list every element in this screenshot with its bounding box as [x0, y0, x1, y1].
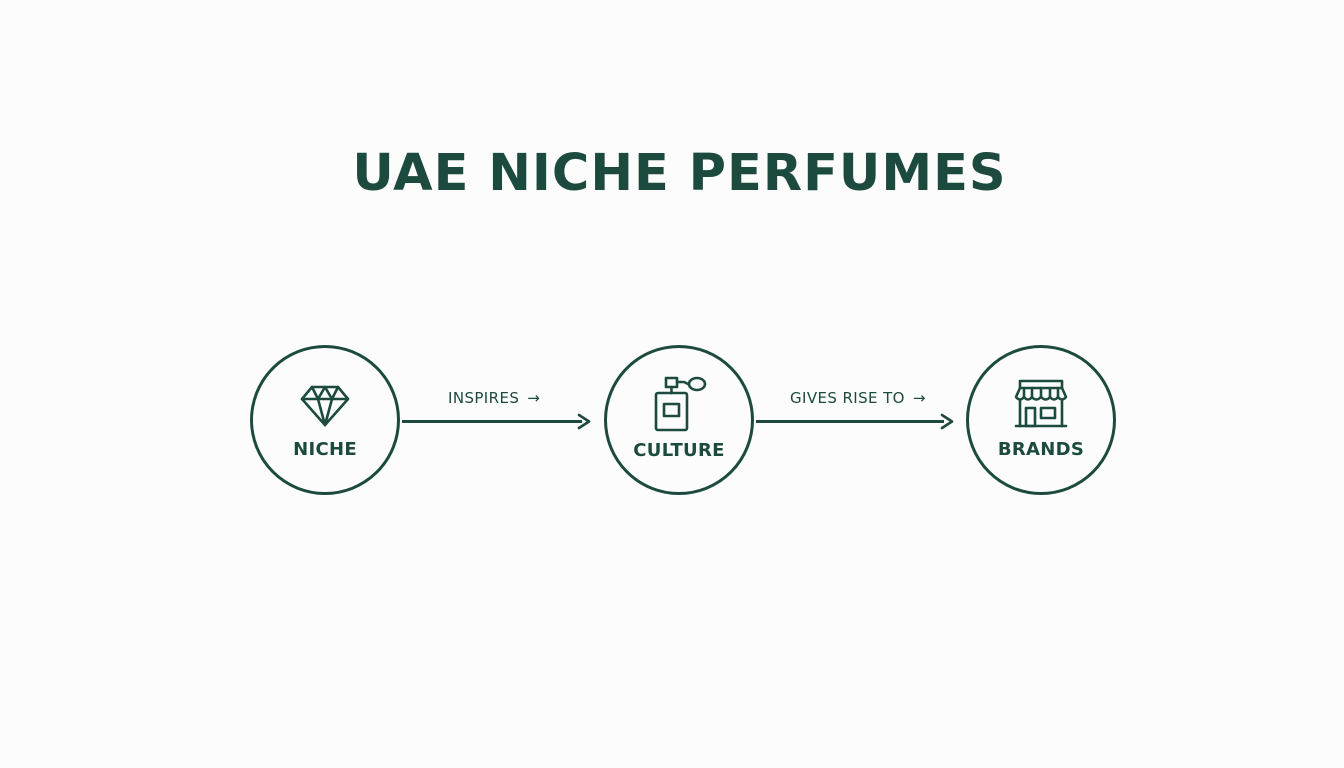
- storefront-icon: [969, 378, 1113, 432]
- edge-niche-culture-line: [402, 420, 582, 423]
- node-label: BRANDS: [997, 439, 1085, 460]
- diamond-icon: [253, 384, 397, 428]
- arrowhead-icon: [577, 413, 591, 430]
- perfume-bottle-icon: [607, 374, 751, 434]
- edge-label-text: GIVES RISE TO: [790, 389, 905, 407]
- edge-label-text: INSPIRES: [448, 389, 520, 407]
- node-label: NICHE: [293, 439, 357, 460]
- diagram-title: UAE NICHE PERFUMES: [352, 144, 1007, 203]
- edge-culture-brands-line: [756, 420, 944, 423]
- arrow-right-icon: →: [527, 389, 541, 407]
- edge-label-inspires: INSPIRES →: [448, 389, 540, 407]
- node-culture: CULTURE: [604, 345, 754, 495]
- arrow-right-icon: →: [912, 389, 926, 407]
- arrowhead-icon: [940, 413, 954, 430]
- node-niche: NICHE: [250, 345, 400, 495]
- edge-label-gives-rise-to: GIVES RISE TO →: [790, 389, 926, 407]
- node-brands: BRANDS: [966, 345, 1116, 495]
- node-label: CULTURE: [633, 440, 725, 461]
